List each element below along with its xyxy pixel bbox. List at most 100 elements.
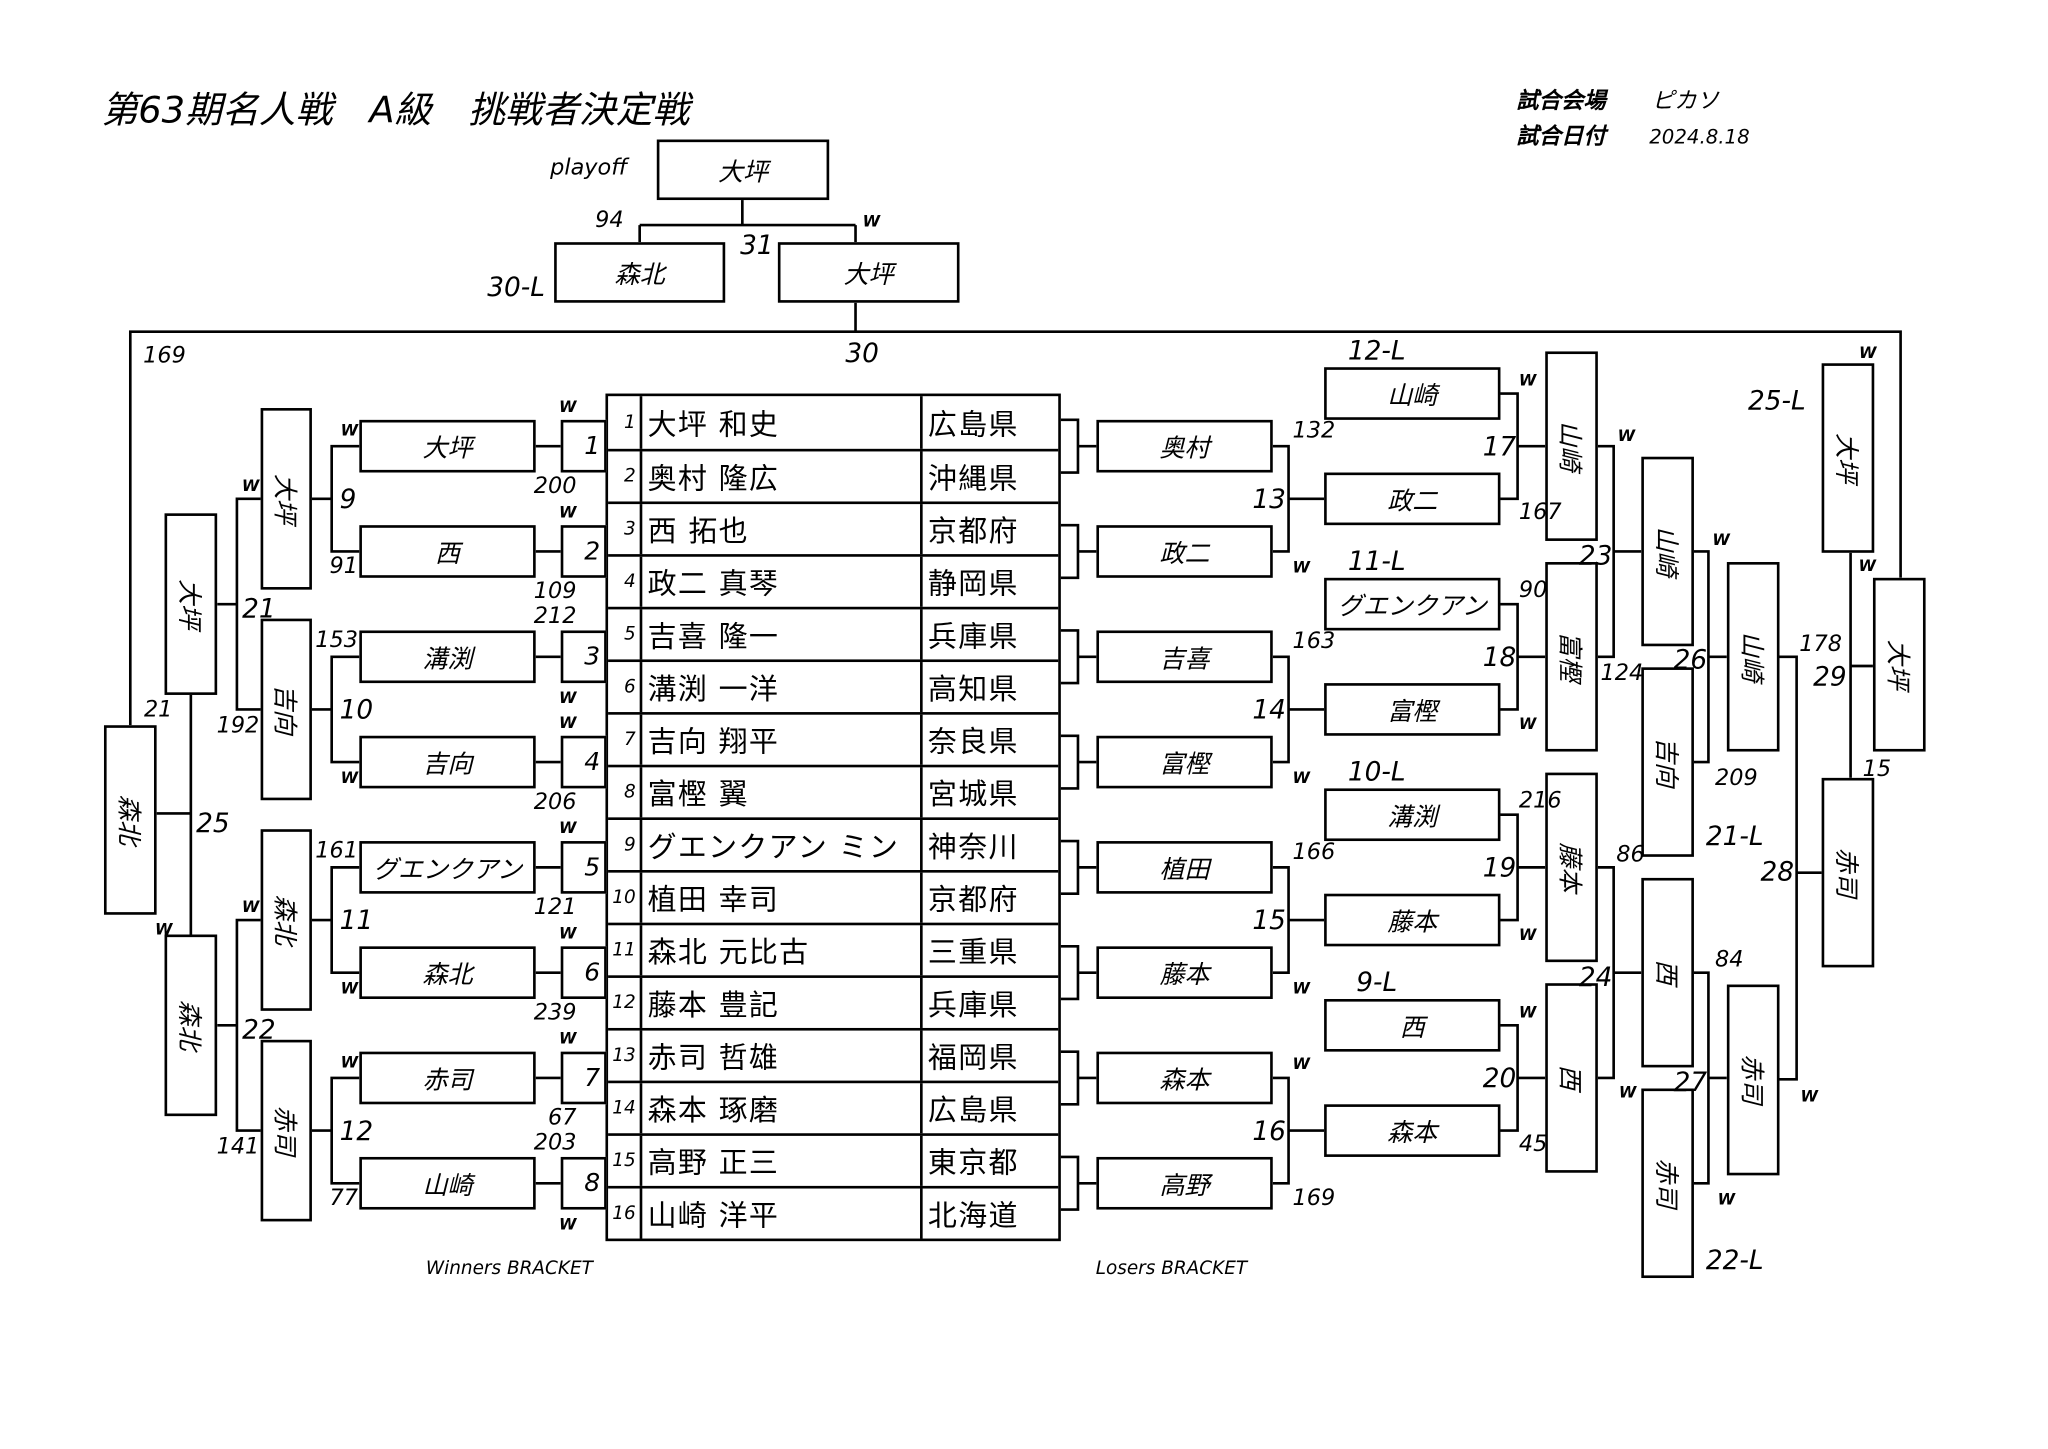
winners-r1-match-box: 7 [560, 1051, 607, 1105]
winners-r1-match-box-label: 3 [584, 642, 601, 672]
player-name: 赤司 哲雄 [642, 1030, 923, 1081]
losers-r5-match-number: 28 [1760, 855, 1794, 888]
winners-r1-winner-box-label: 西 [434, 538, 461, 568]
losers-r2-player-box-label: 政二 [1387, 486, 1438, 516]
playoff-label: playoff [550, 154, 628, 181]
frame-match-number: 30 [845, 336, 879, 369]
losers-r1-bottom-score: W [1292, 768, 1310, 788]
player-prefecture: 宮城県 [927, 779, 1019, 813]
losers-r1-entrant-box: 藤本 [1096, 946, 1273, 999]
losers-r1-bottom-score: 169 [1292, 1185, 1336, 1212]
winners-r1-winner-box: 山崎 [359, 1156, 536, 1210]
winners-r1-match-box: 8 [560, 1156, 607, 1210]
losers-dropin-tag: 25-L [1748, 384, 1806, 416]
losers-r6-match-number: 29 [1813, 660, 1847, 693]
player-name: 山崎 洋平 [642, 1188, 923, 1239]
winners-r2-winner-box: 森北 [260, 829, 312, 1011]
losers-r2-bottom-score: W [1518, 925, 1537, 944]
winners-r1-top-score: W [559, 1029, 577, 1048]
player-seed: 3 [608, 504, 643, 555]
winners-r1-top-score: W [559, 397, 577, 416]
losers-r4-dropin-box-label: 吉向 [1651, 737, 1681, 788]
losers-r4-match-number: 27 [1673, 1066, 1708, 1098]
winners-r1-match-box-label: 8 [584, 1168, 601, 1198]
losers-r4-bottom-score: 209 [1715, 765, 1758, 792]
winners-r1-match-box-label: 2 [584, 537, 601, 566]
losers-r1-entrant-box: 吉喜 [1096, 630, 1273, 684]
losers-dropin-tag: 12-L [1347, 334, 1406, 366]
player-prefecture: 三重県 [927, 937, 1019, 971]
winners-r1-match-box-label: 1 [584, 431, 601, 461]
winners-r2-bottom-score: 91 [329, 553, 359, 580]
winners-r1-match-box: 4 [560, 735, 607, 789]
player-name: 溝渕 一洋 [642, 662, 923, 713]
player-name: 政二 真琴 [642, 556, 923, 607]
losers-r1-entrant-box: 森本 [1096, 1051, 1273, 1105]
losers-r4-player-box: 西 [1641, 877, 1694, 1068]
losers-r5-top-score: 178 [1799, 631, 1842, 658]
losers-r4-player-box: 山崎 [1641, 456, 1694, 647]
player-name: 森本 琢磨 [642, 1083, 923, 1134]
losers-r5-player-box-label: 山崎 [1736, 631, 1766, 682]
winners-r2-bottom-score: 77 [329, 1185, 359, 1212]
player-seed: 16 [608, 1188, 643, 1239]
player-prefecture: 京都府 [927, 515, 1019, 549]
losers-r1-match-number: 13 [1252, 483, 1286, 515]
winners-r3-top-score: W [241, 476, 260, 495]
page-title: 第63期名人戦 A級 挑戦者決定戦 [101, 88, 690, 132]
winners-r1-bottom-score: W [559, 688, 577, 707]
winners-r1-match-box-label: 6 [584, 958, 601, 988]
winners-r2-match-number: 12 [339, 1114, 374, 1147]
losers-r6-dropin-box-label: 大坪 [1831, 433, 1861, 484]
player-name: 大坪 和史 [642, 396, 923, 449]
winners-r2-top-score: 161 [315, 837, 359, 865]
winners-r1-top-score: 203 [533, 1129, 577, 1157]
losers-r3-top-score: W [1617, 426, 1636, 445]
player-name: 高野 正三 [642, 1135, 923, 1186]
losers-r2-bottom-score: 45 [1518, 1131, 1548, 1158]
winners-r2-winner-box: 吉向 [260, 618, 312, 801]
winners-r1-bottom-score: 200 [533, 473, 577, 500]
winners-r1-match-box: 5 [560, 841, 607, 894]
venue-label: 試合会場 [1516, 88, 1606, 115]
losers-r2-dropin-box-label: 山崎 [1387, 381, 1438, 410]
player-prefecture: 兵庫県 [927, 621, 1019, 655]
winners-final-bottom-mark: W [154, 920, 173, 939]
losers-r1-entrant-box-label: 高野 [1159, 1170, 1210, 1200]
losers-r3-player-box-label: 富樫 [1555, 631, 1585, 682]
losers-r1-entrant-box: 植田 [1096, 841, 1273, 894]
losers-r2-dropin-box-label: 溝渕 [1387, 802, 1438, 832]
winners-r1-winner-box: 赤司 [359, 1051, 536, 1105]
frame-left-score: 169 [143, 342, 186, 370]
winners-r1-match-box: 3 [560, 630, 607, 684]
winners-r2-match-number: 9 [339, 483, 357, 515]
losers-r4-dropin-box: 吉向 [1641, 667, 1694, 857]
losers-r2-match-number: 19 [1482, 851, 1517, 884]
winners-r2-match-number: 10 [339, 693, 374, 726]
losers-r4-player-box-label: 西 [1651, 960, 1681, 986]
winners-final-match-number: 25 [196, 806, 230, 839]
playoff-right-box: 大坪 [777, 242, 960, 303]
winners-r1-bottom-score: 239 [533, 999, 577, 1026]
winners-r1-winner-box: 吉向 [359, 735, 536, 789]
winners-r1-winner-box: グエンクアン [359, 841, 536, 894]
winners-r1-top-score: W [559, 502, 577, 522]
losers-r1-top-score: 166 [1292, 839, 1336, 866]
player-seed: 9 [608, 819, 643, 871]
winners-final-box: 森北 [103, 725, 157, 915]
losers-r4-match-number: 26 [1673, 643, 1708, 676]
losers-r5-player-box-label: 赤司 [1736, 1054, 1766, 1105]
playoff-match-number: 31 [740, 229, 774, 261]
winners-r2-match-number: 11 [339, 904, 374, 936]
player-seed: 2 [608, 451, 643, 502]
losers-r6-dropin-box: 大坪 [1821, 363, 1875, 553]
player-name: 富樫 翼 [642, 767, 923, 818]
winners-r1-bottom-score: 206 [533, 789, 577, 816]
